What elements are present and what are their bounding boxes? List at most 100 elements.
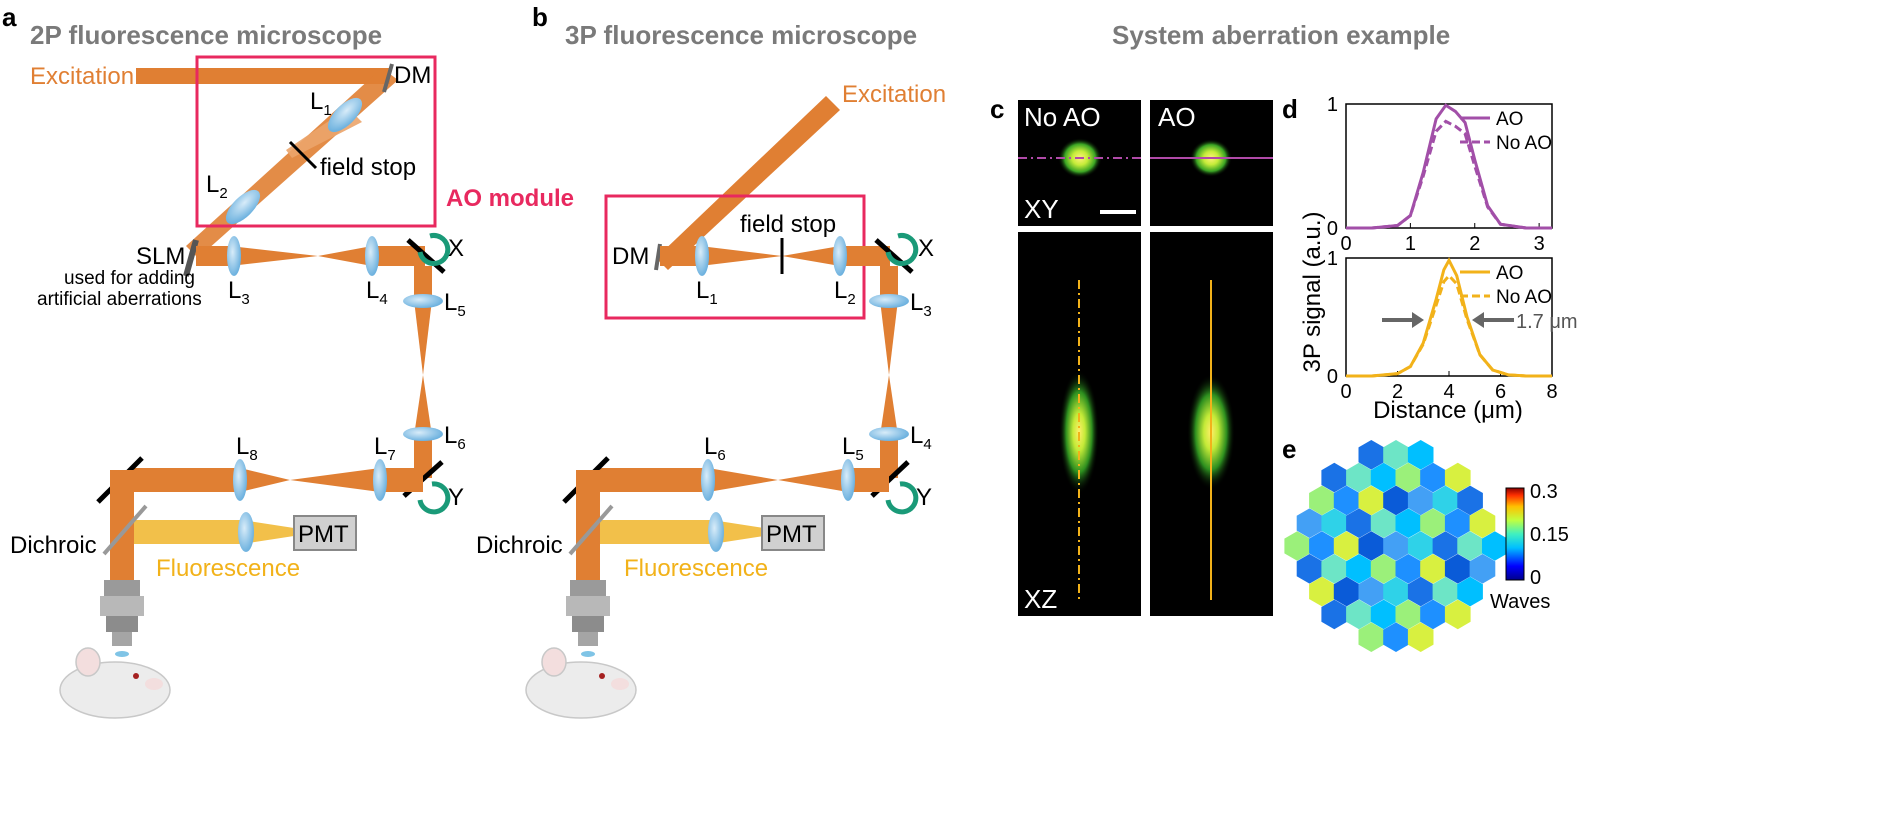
lens-l5-b-label: L5 bbox=[842, 433, 864, 464]
wavefront-segment bbox=[1309, 485, 1335, 516]
wavefront-segment bbox=[1395, 462, 1422, 493]
field-stop-label-b: field stop bbox=[740, 211, 836, 238]
excitation-label-b: Excitation bbox=[842, 81, 946, 108]
system-aberration-title: System aberration example bbox=[1112, 20, 1450, 50]
wavefront-segment bbox=[1383, 531, 1409, 561]
slm-note-1: used for adding bbox=[64, 268, 195, 289]
wavefront-segment bbox=[1346, 508, 1372, 538]
lens-l8-a-label: L8 bbox=[236, 433, 258, 464]
wavefront-segment bbox=[1358, 576, 1385, 607]
panel-d-xlabel: Distance (μm) bbox=[1373, 397, 1523, 424]
dichroic-b bbox=[568, 504, 614, 556]
beam-l8-a bbox=[134, 468, 290, 492]
lens-l2-a bbox=[225, 189, 261, 225]
slm-note-2: artificial aberrations bbox=[37, 289, 202, 310]
lens-l6-b-label: L6 bbox=[704, 433, 726, 464]
wavefront-segment bbox=[1321, 462, 1348, 493]
wavefront-segment bbox=[1296, 508, 1323, 538]
plot-top-xtick-0: 0 bbox=[1340, 233, 1351, 255]
plot-top-series-1 bbox=[1346, 119, 1552, 230]
x-label-b: X bbox=[918, 235, 934, 262]
wavefront-segment bbox=[1358, 531, 1385, 561]
plot-bottom-ytick-0: 0 bbox=[1327, 366, 1338, 388]
plot-top-xtick-3: 3 bbox=[1534, 233, 1545, 255]
x-rotate-icon-a bbox=[417, 233, 451, 266]
lens-l7-a bbox=[373, 459, 387, 501]
lens-l3-b bbox=[869, 294, 909, 308]
wavefront-segment bbox=[1407, 440, 1434, 470]
beam-l1-b bbox=[660, 246, 782, 266]
dm-label-b: DM bbox=[612, 243, 649, 270]
colorbar-label: Waves bbox=[1490, 591, 1550, 613]
wavefront-segment bbox=[1370, 599, 1397, 630]
wavefront-segment bbox=[1370, 508, 1397, 538]
panel-c-letter: c bbox=[990, 94, 1004, 124]
x-rotate-icon-b bbox=[885, 233, 919, 266]
mouse-a bbox=[59, 647, 171, 719]
pmt-label-b: PMT bbox=[766, 521, 817, 548]
beam-l6-a bbox=[414, 375, 432, 478]
plot-top-xtick-1: 1 bbox=[1405, 233, 1416, 255]
panel-e-letter: e bbox=[1282, 434, 1296, 464]
fluorescence-label-a: Fluorescence bbox=[156, 555, 300, 582]
wavefront-segment bbox=[1383, 440, 1409, 470]
lens-l1-a bbox=[327, 97, 363, 133]
panel-b: b 3P fluorescence microscope Excitation … bbox=[476, 2, 946, 719]
fwhm-arrows: 1.7 μm bbox=[1382, 311, 1578, 333]
wavefront-segment bbox=[1395, 554, 1422, 584]
plot-bottom-xtick-4: 8 bbox=[1546, 381, 1557, 403]
dichroic-label-a: Dichroic bbox=[10, 532, 97, 559]
wavefront-segment bbox=[1444, 462, 1471, 493]
panel-a-letter: a bbox=[2, 2, 17, 32]
wavefront-segment bbox=[1383, 622, 1409, 652]
y-label-a: Y bbox=[448, 484, 464, 511]
x-label-a: X bbox=[448, 235, 464, 262]
wavefront-segment bbox=[1457, 485, 1483, 516]
fwhm-arrow-left-head bbox=[1412, 312, 1424, 328]
ao-module-label: AO module bbox=[446, 185, 574, 212]
wavefront-segment bbox=[1457, 531, 1483, 561]
colorbar bbox=[1505, 487, 1525, 581]
pmt-box-a bbox=[293, 515, 357, 551]
lens-l5-b bbox=[841, 459, 855, 501]
xz-label: XZ bbox=[1024, 584, 1057, 614]
panel-d-letter: d bbox=[1282, 94, 1298, 124]
lens-l6-a bbox=[403, 427, 443, 441]
wavefront-segment bbox=[1346, 462, 1372, 493]
fluorescence-beam-a bbox=[134, 520, 320, 544]
panel-b-letter: b bbox=[532, 2, 548, 32]
plot-bottom-ytick-1: 1 bbox=[1327, 248, 1338, 270]
plot-top-legend-label-1: No AO bbox=[1496, 133, 1552, 154]
wavefront-segment bbox=[1432, 485, 1459, 516]
wavefront-segment bbox=[1432, 576, 1459, 607]
wavefront-segment bbox=[1333, 485, 1360, 516]
lens-fluo-b bbox=[708, 512, 724, 552]
colorbar-tick-mid: 0.15 bbox=[1530, 524, 1569, 546]
beam-l3-b bbox=[880, 266, 898, 375]
panel-e: e 0.3 0.15 0 Waves bbox=[1282, 434, 1569, 652]
x-mirror-a bbox=[406, 238, 446, 274]
wavefront-segment bbox=[1444, 599, 1471, 630]
lens-l7-a-label: L7 bbox=[374, 433, 396, 464]
lens-l3-a bbox=[227, 236, 241, 276]
wavefront-segment bbox=[1444, 554, 1471, 584]
wavefront-segment bbox=[1321, 554, 1348, 584]
wavefront-segment bbox=[1321, 508, 1348, 538]
wavefront-segment bbox=[1358, 485, 1385, 516]
wavefront-segment bbox=[1420, 462, 1446, 493]
lens-l4-a-label: L4 bbox=[366, 277, 388, 308]
wavefront-segment bbox=[1420, 554, 1446, 584]
dichroic-a bbox=[102, 504, 148, 556]
excitation-beam-b bbox=[656, 96, 840, 270]
field-stop-label-a: field stop bbox=[320, 154, 416, 181]
wavefront-segment bbox=[1383, 485, 1409, 516]
wavefront-segment bbox=[1358, 440, 1385, 470]
x-mirror-b bbox=[874, 238, 914, 274]
plot-bottom-xtick-1: 2 bbox=[1392, 381, 1403, 403]
wavefront-segment bbox=[1432, 531, 1459, 561]
plot-top-frame bbox=[1345, 103, 1553, 229]
excitation-label-a: Excitation bbox=[30, 63, 134, 90]
wavefront-segment bbox=[1346, 599, 1372, 630]
wavefront-segment bbox=[1370, 462, 1397, 493]
